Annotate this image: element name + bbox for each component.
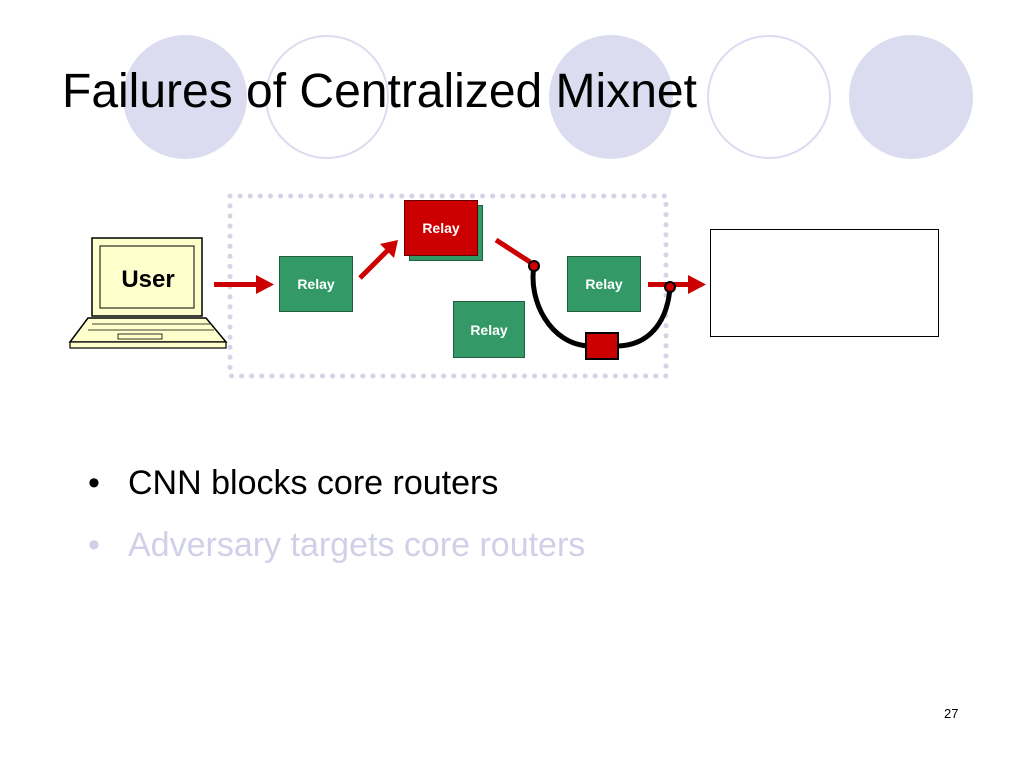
decor-circle <box>123 35 247 159</box>
decor-circle <box>849 35 973 159</box>
bullet-item: • CNN blocks core routers <box>88 452 585 514</box>
bullet-list: • CNN blocks core routers • Adversary targ… <box>88 452 585 576</box>
slide-title: Failures of Centralized Mixnet <box>62 65 697 118</box>
block-icon <box>585 332 619 360</box>
arrow-relay-to-cnn <box>648 275 706 294</box>
node-dot <box>664 281 676 293</box>
relay-middle: Relay <box>453 301 525 358</box>
user-label: User <box>121 266 175 293</box>
bullet-dot: • <box>88 526 100 564</box>
arrow-user-to-relay <box>214 275 274 294</box>
bullet-text: CNN blocks core routers <box>128 464 499 502</box>
decor-circle <box>549 35 673 159</box>
relay-exit: Relay <box>567 256 641 312</box>
relay-entry: Relay <box>279 256 353 312</box>
destination-box <box>710 229 939 337</box>
bullet-text: Adversary targets core routers <box>128 526 586 564</box>
relay-blocked: Relay <box>404 200 478 256</box>
bullet-item: • Adversary targets core routers <box>88 514 585 576</box>
bullet-dot: • <box>88 464 100 502</box>
laptop-icon <box>68 237 228 349</box>
arrow-top-to-relay <box>494 237 532 265</box>
node-dot <box>528 260 540 272</box>
arrow-relay-to-top <box>358 240 398 280</box>
slide-number: 27 <box>944 706 959 721</box>
decor-circle <box>265 35 389 159</box>
decor-circle <box>707 35 831 159</box>
